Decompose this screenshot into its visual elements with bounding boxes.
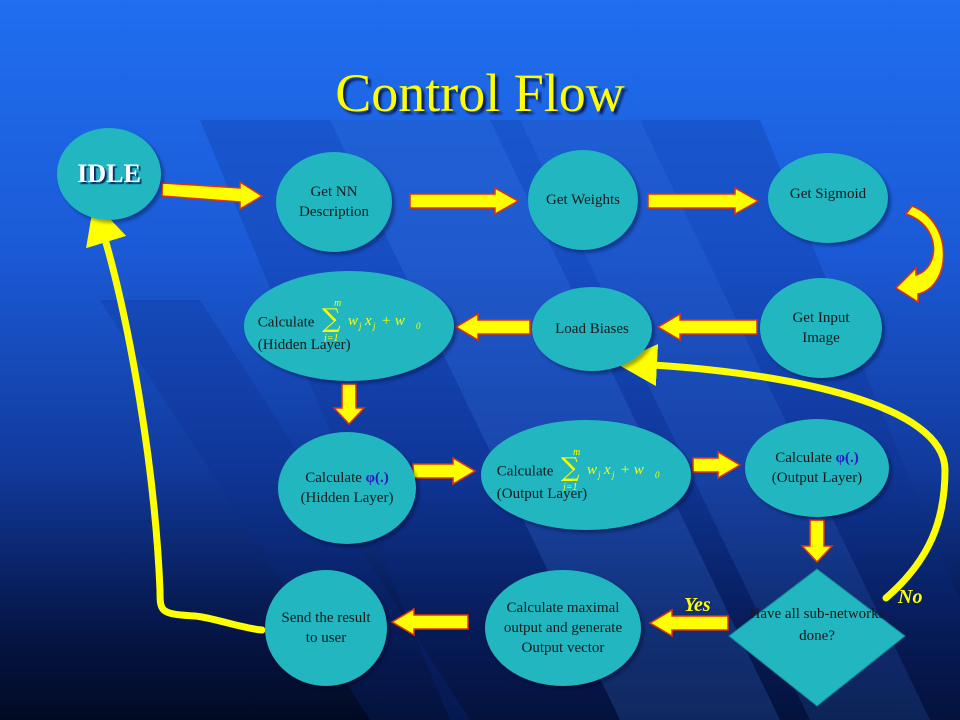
arrow-decision-yes xyxy=(648,608,729,638)
node-calc-output-sum: Calculate m ∑ j=1 w j x j + w 0 (Output … xyxy=(481,420,691,530)
svg-text:w: w xyxy=(348,313,358,329)
node-get-sigmoid-label: Get Sigmoid xyxy=(789,185,867,202)
phi-symbol-hidden: φ(.) xyxy=(365,469,389,486)
node-calc-hidden-sum-suffix: (Hidden Layer) xyxy=(257,337,351,353)
arrow-calcmax-to-send xyxy=(390,607,469,637)
svg-text:m: m xyxy=(573,447,580,458)
node-decision-line2: sub-networks xyxy=(803,606,885,622)
node-calc-output-phi: Calculate φ(.) (Output Layer) xyxy=(745,419,889,517)
node-get-nn-line1: Get NN xyxy=(310,183,358,200)
arrow-getinput-to-loadbiases xyxy=(656,312,758,342)
slide-title: Control Flow xyxy=(335,63,625,123)
arrow-getsigmoid-to-getinput xyxy=(894,205,945,304)
svg-text:+ w: + w xyxy=(381,313,405,329)
node-calc-hidden-phi-prefix: Calculate xyxy=(305,469,362,486)
node-get-nn-description: Get NN Description xyxy=(276,152,392,252)
node-calc-max-line1: Calculate maximal xyxy=(506,599,620,616)
node-calc-max-output: Calculate maximal output and generate Ou… xyxy=(485,570,641,686)
sum-formula-output: m ∑ j=1 w j x j + w 0 xyxy=(559,446,667,498)
arrow-decision-no-loop xyxy=(615,344,949,602)
decision-diamond xyxy=(728,568,906,707)
arrow-idle-to-getnn xyxy=(161,180,264,211)
node-calc-max-line3: Output vector xyxy=(521,640,605,657)
svg-text:j: j xyxy=(597,470,601,480)
node-load-biases: Load Biases xyxy=(532,287,652,371)
node-decision-line3: done? xyxy=(799,627,835,644)
sum-formula-hidden: m ∑ j=1 w j x j + w 0 xyxy=(320,297,428,349)
svg-text:j: j xyxy=(611,470,615,480)
node-decision-line1: Have all xyxy=(749,606,800,622)
node-get-input-line2: Image xyxy=(802,330,840,346)
edge-label-no: No xyxy=(898,586,923,608)
svg-text:0: 0 xyxy=(416,321,421,331)
node-calc-max-line2: output and generate xyxy=(503,619,623,636)
node-get-input-image: Get Input Image xyxy=(760,278,882,378)
node-calc-hidden-sum: Calculate m ∑ j=1 w j x j + w 0 (Hidden … xyxy=(244,271,454,381)
arrow-calchidden-down xyxy=(332,383,366,426)
svg-text:∑: ∑ xyxy=(322,304,341,334)
node-decision: Have all sub-networks done? xyxy=(737,604,897,648)
phi-symbol-output: φ(.) xyxy=(835,449,859,466)
node-calc-hidden-sum-prefix: Calculate xyxy=(257,314,315,331)
arrow-loadbiases-to-calchidden xyxy=(454,312,531,342)
node-get-weights-label: Get Weights xyxy=(546,191,620,208)
arrow-outputsum-to-outputphi xyxy=(692,450,742,480)
node-calc-output-phi-suffix: (Output Layer) xyxy=(771,470,863,486)
svg-text:+ w: + w xyxy=(620,462,644,478)
svg-text:m: m xyxy=(334,298,341,309)
edge-label-yes: Yes xyxy=(684,594,711,616)
arrow-send-to-idle-loop xyxy=(86,201,266,634)
node-get-input-line1: Get Input xyxy=(792,309,850,326)
svg-text:j: j xyxy=(372,321,376,331)
svg-text:j=1: j=1 xyxy=(322,333,339,343)
svg-text:∑: ∑ xyxy=(561,453,580,483)
svg-text:0: 0 xyxy=(655,470,660,480)
node-idle-label: IDLE xyxy=(77,159,141,189)
node-calc-hidden-phi-suffix: (Hidden Layer) xyxy=(300,490,394,506)
node-load-biases-label: Load Biases xyxy=(555,320,629,337)
node-send-result: Send the result to user xyxy=(265,570,387,686)
arrow-getnn-to-getweights xyxy=(409,186,520,216)
node-calc-hidden-phi: Calculate φ(.) (Hidden Layer) xyxy=(278,432,416,544)
node-idle: IDLE xyxy=(57,128,161,220)
arrow-getweights-to-getsigmoid xyxy=(647,186,760,216)
svg-text:w: w xyxy=(587,462,597,478)
node-get-weights: Get Weights xyxy=(528,150,638,250)
svg-text:x: x xyxy=(364,313,372,329)
svg-text:j: j xyxy=(358,321,362,331)
svg-text:j=1: j=1 xyxy=(561,482,578,492)
svg-text:x: x xyxy=(603,462,611,478)
node-get-sigmoid: Get Sigmoid xyxy=(768,153,888,243)
node-calc-output-sum-prefix: Calculate xyxy=(496,463,554,480)
node-calc-output-sum-suffix: (Output Layer) xyxy=(496,486,588,502)
node-get-nn-line2: Description xyxy=(299,204,369,220)
arrow-outputphi-down xyxy=(800,519,834,564)
arrow-hiddenphi-to-outputsum xyxy=(412,456,477,486)
node-send-result-line2: to user xyxy=(305,630,347,646)
node-send-result-line1: Send the result xyxy=(281,609,371,626)
node-calc-output-phi-prefix: Calculate xyxy=(775,449,832,466)
